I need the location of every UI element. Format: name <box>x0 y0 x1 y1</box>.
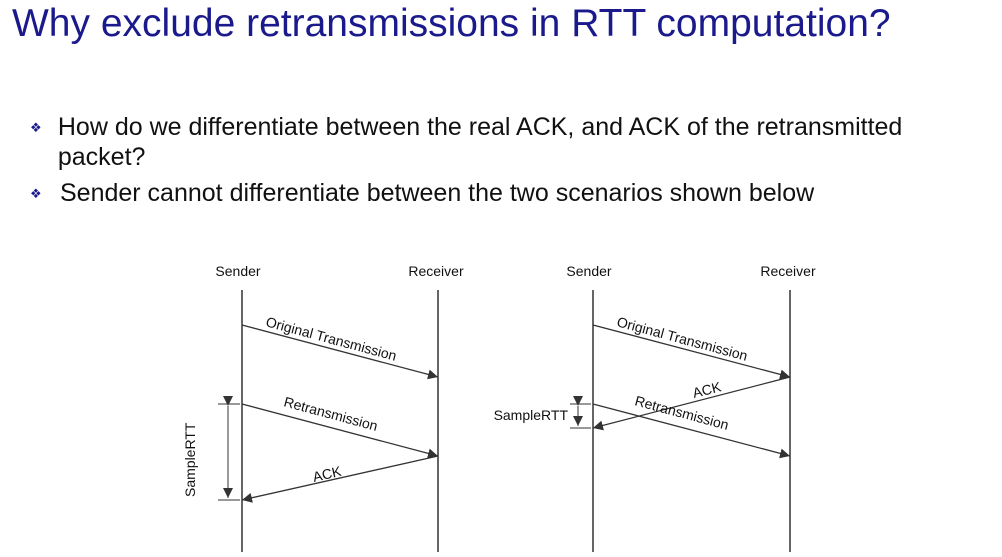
left-receiver-label: Receiver <box>408 263 464 279</box>
right-original-label: Original Transmission <box>615 313 749 363</box>
right-retransmission-arrow <box>592 403 791 459</box>
left-scenario: Sender Receiver Original Transmission Re… <box>182 263 464 552</box>
right-receiver-label: Receiver <box>760 263 816 279</box>
right-ack-arrow <box>592 376 791 431</box>
bullet-text: Sender cannot differentiate between the … <box>60 179 815 207</box>
left-retransmission-arrow <box>241 403 439 459</box>
bullet-item: ❖ Sender cannot differentiate between th… <box>30 178 930 208</box>
bullet-text: How do we differentiate between the real… <box>57 113 903 171</box>
bullet-item: ❖ How do we differentiate between the re… <box>30 112 930 172</box>
diamond-bullet-icon: ❖ <box>30 120 42 135</box>
left-original-label: Original Transmission <box>264 313 398 363</box>
right-sender-label: Sender <box>566 263 611 279</box>
right-original-arrow <box>592 324 791 380</box>
right-scenario: Sender Receiver Original Transmission AC… <box>494 263 816 552</box>
right-ack-label: ACK <box>691 378 723 401</box>
left-original-arrow <box>241 324 439 380</box>
diamond-bullet-icon: ❖ <box>30 186 42 201</box>
left-samplertt-label: SampleRTT <box>182 422 198 497</box>
left-sender-label: Sender <box>215 263 260 279</box>
left-ack-label: ACK <box>311 463 343 485</box>
bullet-list: ❖ How do we differentiate between the re… <box>30 112 930 214</box>
right-samplertt-label: SampleRTT <box>494 407 569 423</box>
slide-title: Why exclude retransmissions in RTT compu… <box>12 2 891 45</box>
left-ack-arrow <box>241 455 439 503</box>
